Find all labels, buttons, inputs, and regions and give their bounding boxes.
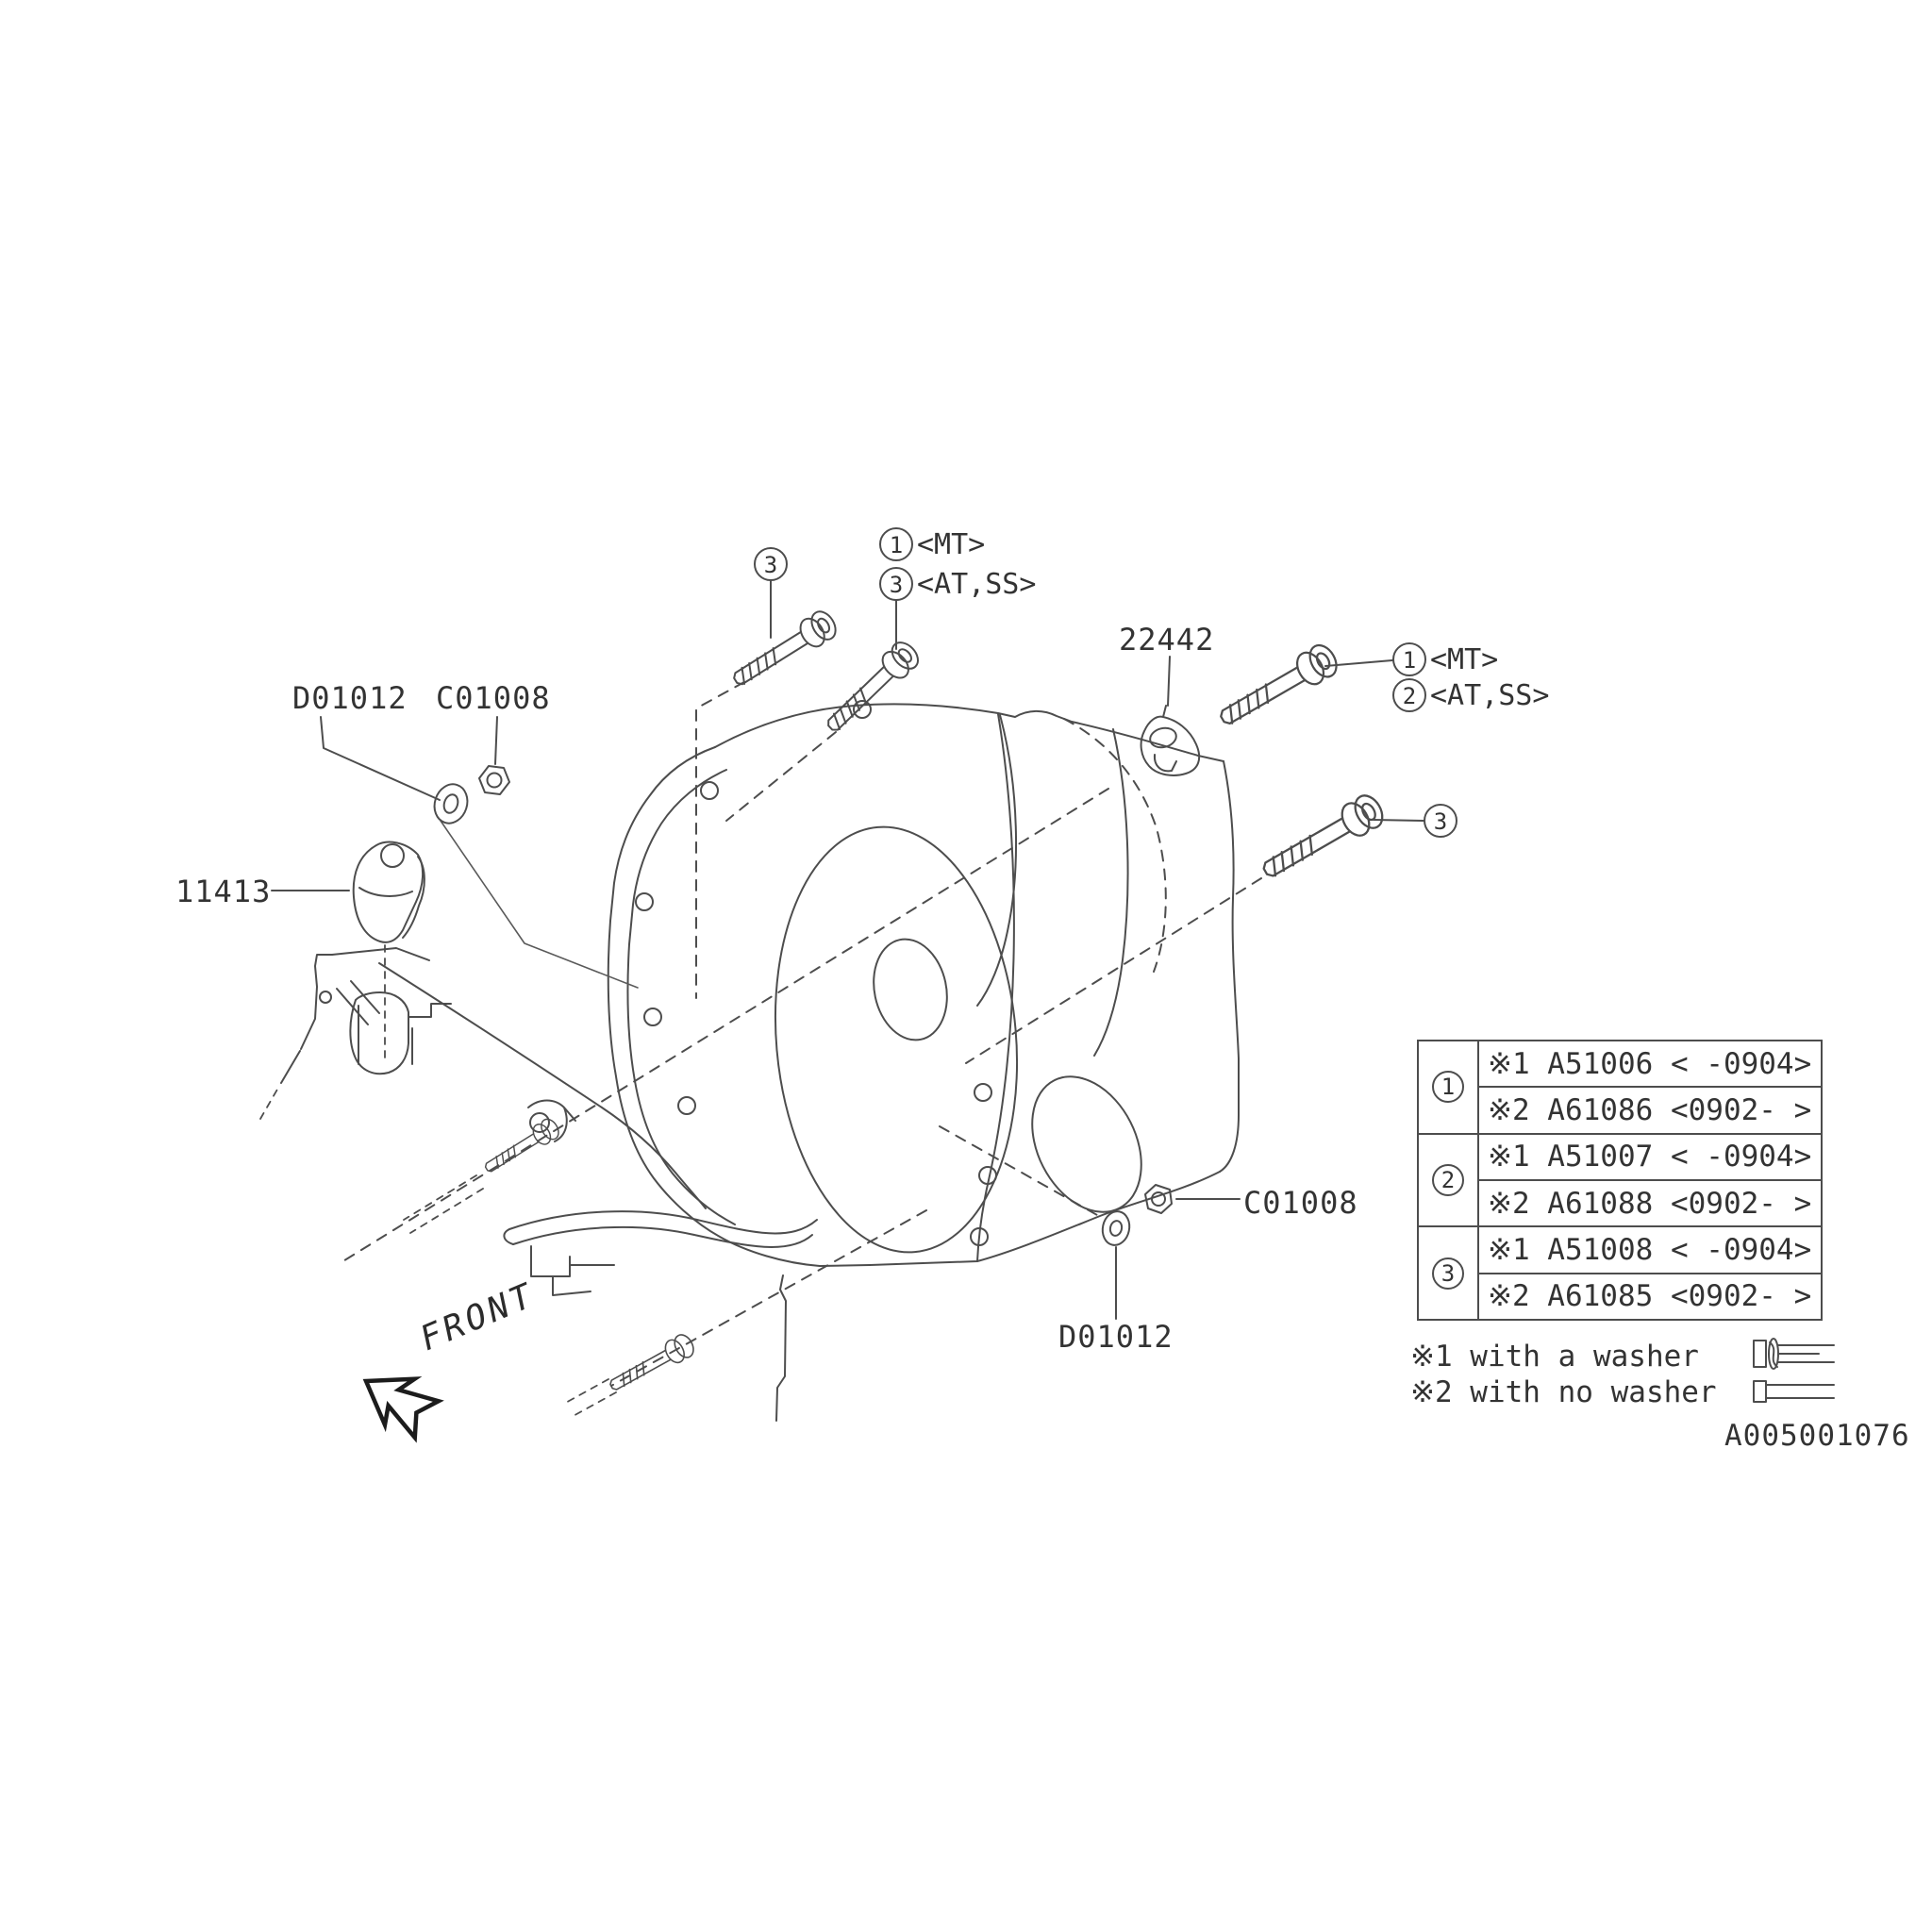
front-indicator: FRONT	[362, 1275, 541, 1443]
parts-table-group-2: 2 ※1 A51007 < -0904> ※2 A61088 <0902- >	[1419, 1132, 1821, 1226]
nut-upper-part	[478, 765, 510, 795]
callout-right-first-variant: <MT>	[1430, 643, 1498, 676]
callout-upper-center: 1 <MT> 3 <AT,SS>	[879, 527, 1036, 601]
parts-table-group-3-key: 3	[1419, 1227, 1479, 1320]
part-label-bracket: 22442	[1119, 622, 1214, 658]
bottom-pipe-and-bracket	[503, 1210, 818, 1422]
parts-table-group-1: 1 ※1 A51006 < -0904> ※2 A61086 <0902- >	[1419, 1041, 1821, 1133]
washer-lower-part	[1101, 1210, 1131, 1246]
engine-bracket-parts	[259, 947, 707, 1209]
bolt-upper-center	[827, 641, 919, 731]
callout-upper-left-num: 3	[764, 552, 777, 578]
callout-right-lower-num: 3	[1434, 808, 1447, 835]
bolt-no-washer-icon	[1753, 1380, 1835, 1403]
legend-with-washer: ※1 with a washer	[1410, 1340, 1699, 1374]
bolt-right-lower	[1262, 794, 1384, 877]
parts-table-cell: ※1 A51006 < -0904>	[1488, 1046, 1812, 1081]
parts-table-group-2-key: 2	[1419, 1134, 1479, 1226]
part-label-cover: 11413	[175, 874, 271, 909]
transmission-housing	[607, 700, 1240, 1267]
part-label-washer-lower: D01012	[1058, 1319, 1174, 1355]
circled-number-3: 3	[1432, 1257, 1464, 1290]
part-label-nut-lower: C01008	[1243, 1185, 1358, 1221]
front-label: FRONT	[414, 1275, 541, 1358]
bolt-right-upper	[1220, 643, 1338, 724]
legend-no-washer: ※2 with no washer	[1410, 1375, 1717, 1409]
cover-11413-part	[352, 841, 425, 943]
part-label-washer-upper: D01012	[292, 680, 408, 716]
bolt-bottom-center	[609, 1334, 694, 1391]
parts-table-group-1-key: 1	[1419, 1041, 1479, 1133]
circled-number-1: 1	[1432, 1071, 1464, 1104]
parts-table-cell: ※2 A61088 <0902- >	[1479, 1179, 1821, 1225]
circled-number-2: 2	[1432, 1164, 1464, 1196]
callout-right-second-variant: <AT,SS>	[1430, 679, 1549, 712]
bolt-upper-left	[733, 610, 837, 686]
callout-upper-center-second-num: 3	[890, 572, 903, 598]
callout-right: 1 <MT> 2 <AT,SS>	[1392, 642, 1549, 712]
leader-lines	[271, 580, 1424, 1320]
parts-table-cell: ※1 A51007 < -0904>	[1488, 1140, 1812, 1174]
callout-right-second-num: 2	[1403, 683, 1416, 709]
part-label-nut-upper: C01008	[436, 680, 551, 716]
callout-right-lower: 3	[1424, 804, 1457, 838]
callout-upper-left: 3	[754, 547, 788, 581]
callout-upper-center-first-variant: <MT>	[917, 528, 985, 561]
washer-upper-part	[433, 783, 469, 824]
callout-right-first-num: 1	[1403, 647, 1416, 674]
bracket-22442-part	[1140, 705, 1201, 776]
parts-table: 1 ※1 A51006 < -0904> ※2 A61086 <0902- > …	[1417, 1040, 1823, 1321]
diagram-id: A005001076	[1724, 1419, 1910, 1453]
callout-upper-center-second-variant: <AT,SS>	[917, 568, 1036, 601]
front-arrow-icon	[362, 1376, 444, 1443]
parts-table-group-3: 3 ※1 A51008 < -0904> ※2 A61085 <0902- >	[1419, 1225, 1821, 1320]
parts-table-cell: ※2 A61085 <0902- >	[1479, 1272, 1821, 1319]
bolt-lower-left	[484, 1118, 559, 1173]
hidden-dashed-lines	[341, 681, 1262, 1419]
parts-table-cell: ※2 A61086 <0902- >	[1479, 1086, 1821, 1132]
callout-upper-center-first-num: 1	[890, 532, 903, 558]
nut-lower-part	[1144, 1184, 1173, 1214]
parts-table-cell: ※1 A51008 < -0904>	[1488, 1233, 1812, 1268]
bolt-with-washer-icon	[1753, 1338, 1835, 1370]
